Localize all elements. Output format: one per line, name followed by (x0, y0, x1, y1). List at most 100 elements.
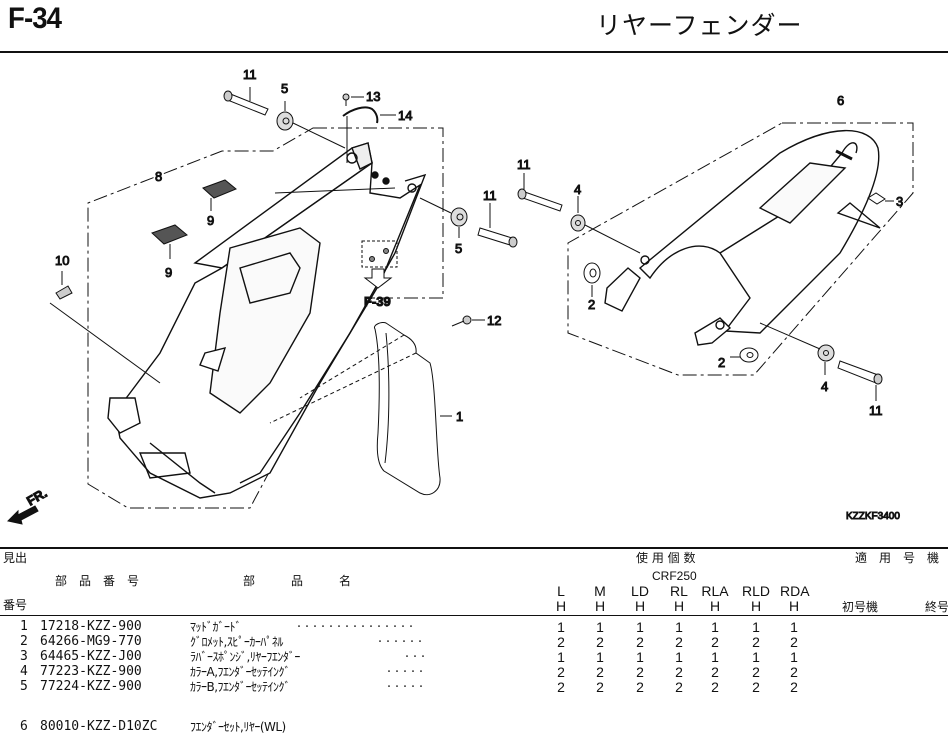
bolt-part-11c (517, 173, 563, 212)
qty-cell: 2 (557, 679, 565, 695)
page-code: F-34 (8, 2, 62, 35)
table-header-divider (0, 615, 948, 616)
variant-header-top: M (594, 583, 606, 599)
screw-part-10 (49, 271, 161, 384)
header-first-serial: 初号機 (842, 600, 879, 614)
part-name: ｸﾞﾛﾒｯﾄ,ｽﾋﾟｰｶｰﾊﾟﾈﾙ (190, 635, 283, 649)
callout-1: 1 (456, 409, 463, 424)
header-divider (0, 51, 948, 53)
qty-cell: 2 (596, 679, 604, 695)
exploded-parts-diagram: 1 2 2 3 4 4 5 5 6 8 9 9 10 11 11 11 11 1… (6, 67, 914, 525)
qty-cell: 2 (596, 634, 604, 650)
qty-cell: 1 (557, 649, 565, 665)
part-name: ｶﾗｰB,ﾌｴﾝﾀﾞｰｾｯﾃｲﾝｸﾞ (190, 680, 291, 694)
variant-header-bottom: H (750, 598, 762, 614)
variant-header-top: RL (670, 583, 688, 599)
part-number: 64266-MG9-770 (40, 634, 142, 649)
variant-header-bottom: H (788, 598, 800, 614)
reference-label: F-39 (364, 294, 391, 309)
qty-cell: 1 (711, 649, 719, 665)
variant-header-bottom: H (709, 598, 721, 614)
qty-cell: 2 (557, 634, 565, 650)
ref-number: 4 (20, 664, 28, 679)
variant-header-top: RLA (701, 583, 729, 599)
part-number: 64465-KZZ-J00 (40, 649, 142, 664)
ref-number: 5 (20, 679, 28, 694)
table-top-divider (0, 547, 948, 549)
leader-dots: ・・・・・・・・・・・・・・・ (295, 622, 415, 631)
callout-6: 6 (837, 93, 844, 108)
callout-11: 11 (869, 403, 883, 418)
table-row[interactable]: 5 77224-KZZ-900 ｶﾗｰB,ﾌｴﾝﾀﾞｰｾｯﾃｲﾝｸﾞ ・・・・・ 2 2 2… (0, 680, 948, 695)
leader-dots: ・・・・・ (385, 682, 425, 691)
callout-5: 5 (455, 241, 462, 256)
leader-dots: ・・・ (403, 652, 427, 661)
qty-cell: 1 (675, 649, 683, 665)
qty-cell: 1 (557, 619, 565, 635)
header-qty-title: 使 用 個 数 (636, 551, 696, 565)
qty-cell: 2 (675, 679, 683, 695)
qty-cell: 2 (790, 634, 798, 650)
callout-10: 10 (55, 253, 69, 268)
qty-cell: 1 (596, 619, 604, 635)
qty-cell: 2 (752, 679, 760, 695)
group-outline-6 (567, 122, 914, 376)
ref-number: 6 (20, 719, 28, 734)
qty-cell: 1 (675, 619, 683, 635)
qty-cell: 1 (636, 619, 644, 635)
qty-cell: 2 (636, 679, 644, 695)
table-row[interactable]: 3 64465-KZZ-J00 ﾗﾊﾞｰｽﾎﾟﾝｼﾞ,ﾘﾔｰﾌｴﾝﾀﾞｰ ・・・ 1 1 1… (0, 650, 948, 665)
header-part-number: 部 品 番 号 (55, 574, 140, 588)
header-applicability: 適 用 号 機 (855, 551, 940, 565)
ref-number: 3 (20, 649, 28, 664)
reference-f39 (361, 240, 398, 289)
callout-9: 9 (165, 265, 172, 280)
mud-guard-part-1 (269, 322, 452, 496)
callout-13: 13 (366, 89, 380, 104)
callout-14: 14 (398, 108, 412, 123)
page-title: リヤーフェンダー (596, 11, 803, 40)
callout-2: 2 (588, 297, 595, 312)
qty-cell: 2 (752, 634, 760, 650)
drawing-code: KZZKF3400 (846, 511, 900, 522)
pad-part-9b (151, 224, 188, 259)
part-name: ﾗﾊﾞｰｽﾎﾟﾝｼﾞ,ﾘﾔｰﾌｴﾝﾀﾞｰ (190, 650, 300, 664)
variant-header-top: LD (631, 583, 649, 599)
group-outline-8 (87, 127, 444, 509)
part-name: ﾌｴﾝﾀﾞｰｾｯﾄ,ﾘﾔｰ(WL) (190, 720, 286, 734)
collar-part-4a (570, 196, 641, 254)
callout-11: 11 (483, 188, 497, 203)
inner-rear-fender-part (107, 142, 427, 499)
variant-header-top: RDA (780, 583, 810, 599)
bolt-part-11b (477, 203, 518, 248)
qty-cell: 2 (675, 664, 683, 680)
qty-cell: 2 (636, 664, 644, 680)
qty-cell: 2 (790, 679, 798, 695)
qty-cell: 2 (557, 664, 565, 680)
collar-part-5b (419, 197, 468, 238)
collar-part-4b (759, 322, 835, 375)
front-arrow-icon (6, 505, 39, 525)
variant-header-top: RLD (742, 583, 771, 599)
part-number: 77223-KZZ-900 (40, 664, 142, 679)
callout-3: 3 (896, 194, 903, 209)
variant-header-bottom: H (634, 598, 646, 614)
qty-cell: 2 (636, 634, 644, 650)
qty-cell: 2 (675, 634, 683, 650)
header-part-name: 部 品 名 (243, 574, 352, 588)
qty-cell: 1 (790, 649, 798, 665)
clamp-part-14 (342, 106, 396, 163)
ref-number: 2 (20, 634, 28, 649)
callout-9: 9 (207, 213, 214, 228)
callout-8: 8 (155, 169, 162, 184)
screw-part-12 (451, 315, 485, 327)
part-name: ｶﾗｰA,ﾌｴﾝﾀﾞｰｾｯﾃｲﾝｸﾞ (190, 665, 291, 679)
qty-cell: 1 (790, 619, 798, 635)
screw-part-13 (342, 93, 364, 106)
part-number: 77224-KZZ-900 (40, 679, 142, 694)
header-ref-bottom: 番号 (3, 598, 28, 612)
